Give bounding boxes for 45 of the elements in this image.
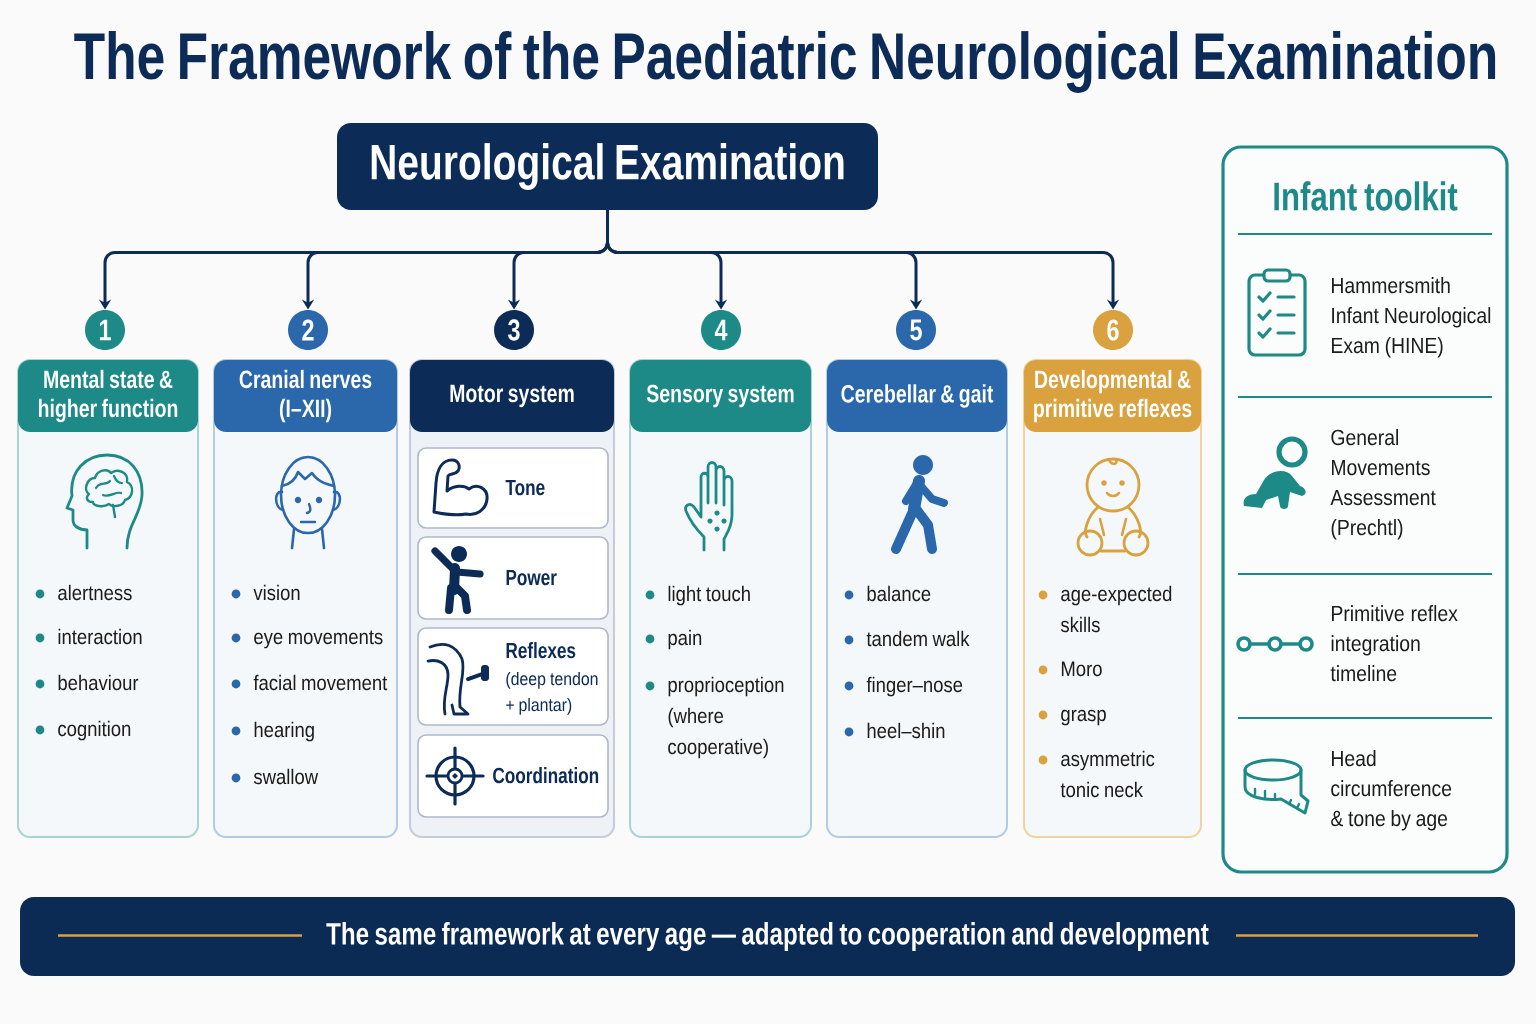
list-item: pain bbox=[668, 629, 702, 650]
item-label: Reflexes bbox=[506, 642, 576, 659]
number-badge: 3 bbox=[494, 310, 534, 350]
column-header: Sensory system bbox=[630, 360, 811, 432]
column-header: Cerebellar & gait bbox=[827, 360, 1007, 432]
number-badge: 1 bbox=[85, 310, 125, 350]
tool-label: Hammersmith Infant Neurological Exam (HINE) bbox=[1332, 277, 1491, 358]
list-item: finger–nose bbox=[866, 676, 963, 697]
list-item: swallow bbox=[253, 768, 319, 785]
footer-banner: The same framework at every age — adapted to cooperation and development bbox=[20, 897, 1515, 976]
number-badge: 2 bbox=[288, 310, 328, 350]
list-item: tandem walk bbox=[866, 630, 970, 647]
list-item: alertness bbox=[58, 584, 132, 601]
list-item: facial movement bbox=[253, 674, 388, 691]
list-item: grasp bbox=[1061, 709, 1106, 726]
list-item: proprioception (where cooperative) bbox=[668, 676, 784, 759]
list-item: hearing bbox=[254, 721, 314, 742]
item-label: Tone bbox=[505, 479, 545, 496]
number-badge: 6 bbox=[1093, 310, 1133, 350]
list-item: eye movements bbox=[254, 630, 383, 649]
number-badge: 5 bbox=[896, 310, 936, 350]
list-item: behaviour bbox=[58, 674, 139, 691]
list-item: vision bbox=[253, 584, 300, 601]
item-label: Coordination bbox=[493, 767, 599, 784]
column-header: Cranial nerves (I–XII) bbox=[214, 360, 397, 432]
column-header: Motor system bbox=[410, 360, 614, 432]
title: The Framework of the Paediatric Neurological Examination bbox=[74, 31, 1496, 93]
panel-title: Infant toolkit bbox=[1274, 181, 1458, 211]
number-badge: 4 bbox=[701, 310, 741, 350]
column-header: Developmental & primitive reflexes bbox=[1024, 360, 1201, 432]
list-item: asymmetric tonic neck bbox=[1060, 750, 1155, 798]
tool-label: General Movements Assessment (Prechtl) bbox=[1330, 429, 1436, 540]
list-item: Moro bbox=[1061, 661, 1102, 677]
list-item: light touch bbox=[668, 585, 750, 606]
root-box: Neurological Examination bbox=[337, 123, 878, 210]
list-item: balance bbox=[867, 585, 931, 602]
list-item: cognition bbox=[58, 720, 131, 741]
item-note: (deep tendon + plantar) bbox=[506, 671, 598, 715]
list-item: heel–shin bbox=[867, 722, 945, 739]
tool-label: Head circumference & tone by age bbox=[1331, 750, 1452, 831]
column-header: Mental state & higher function bbox=[18, 360, 198, 432]
tool-label: Primitive reflex integration timeline bbox=[1330, 605, 1458, 682]
list-item: age-expected skills bbox=[1060, 585, 1172, 633]
item-label: Power bbox=[506, 569, 557, 586]
list-item: interaction bbox=[58, 628, 142, 645]
